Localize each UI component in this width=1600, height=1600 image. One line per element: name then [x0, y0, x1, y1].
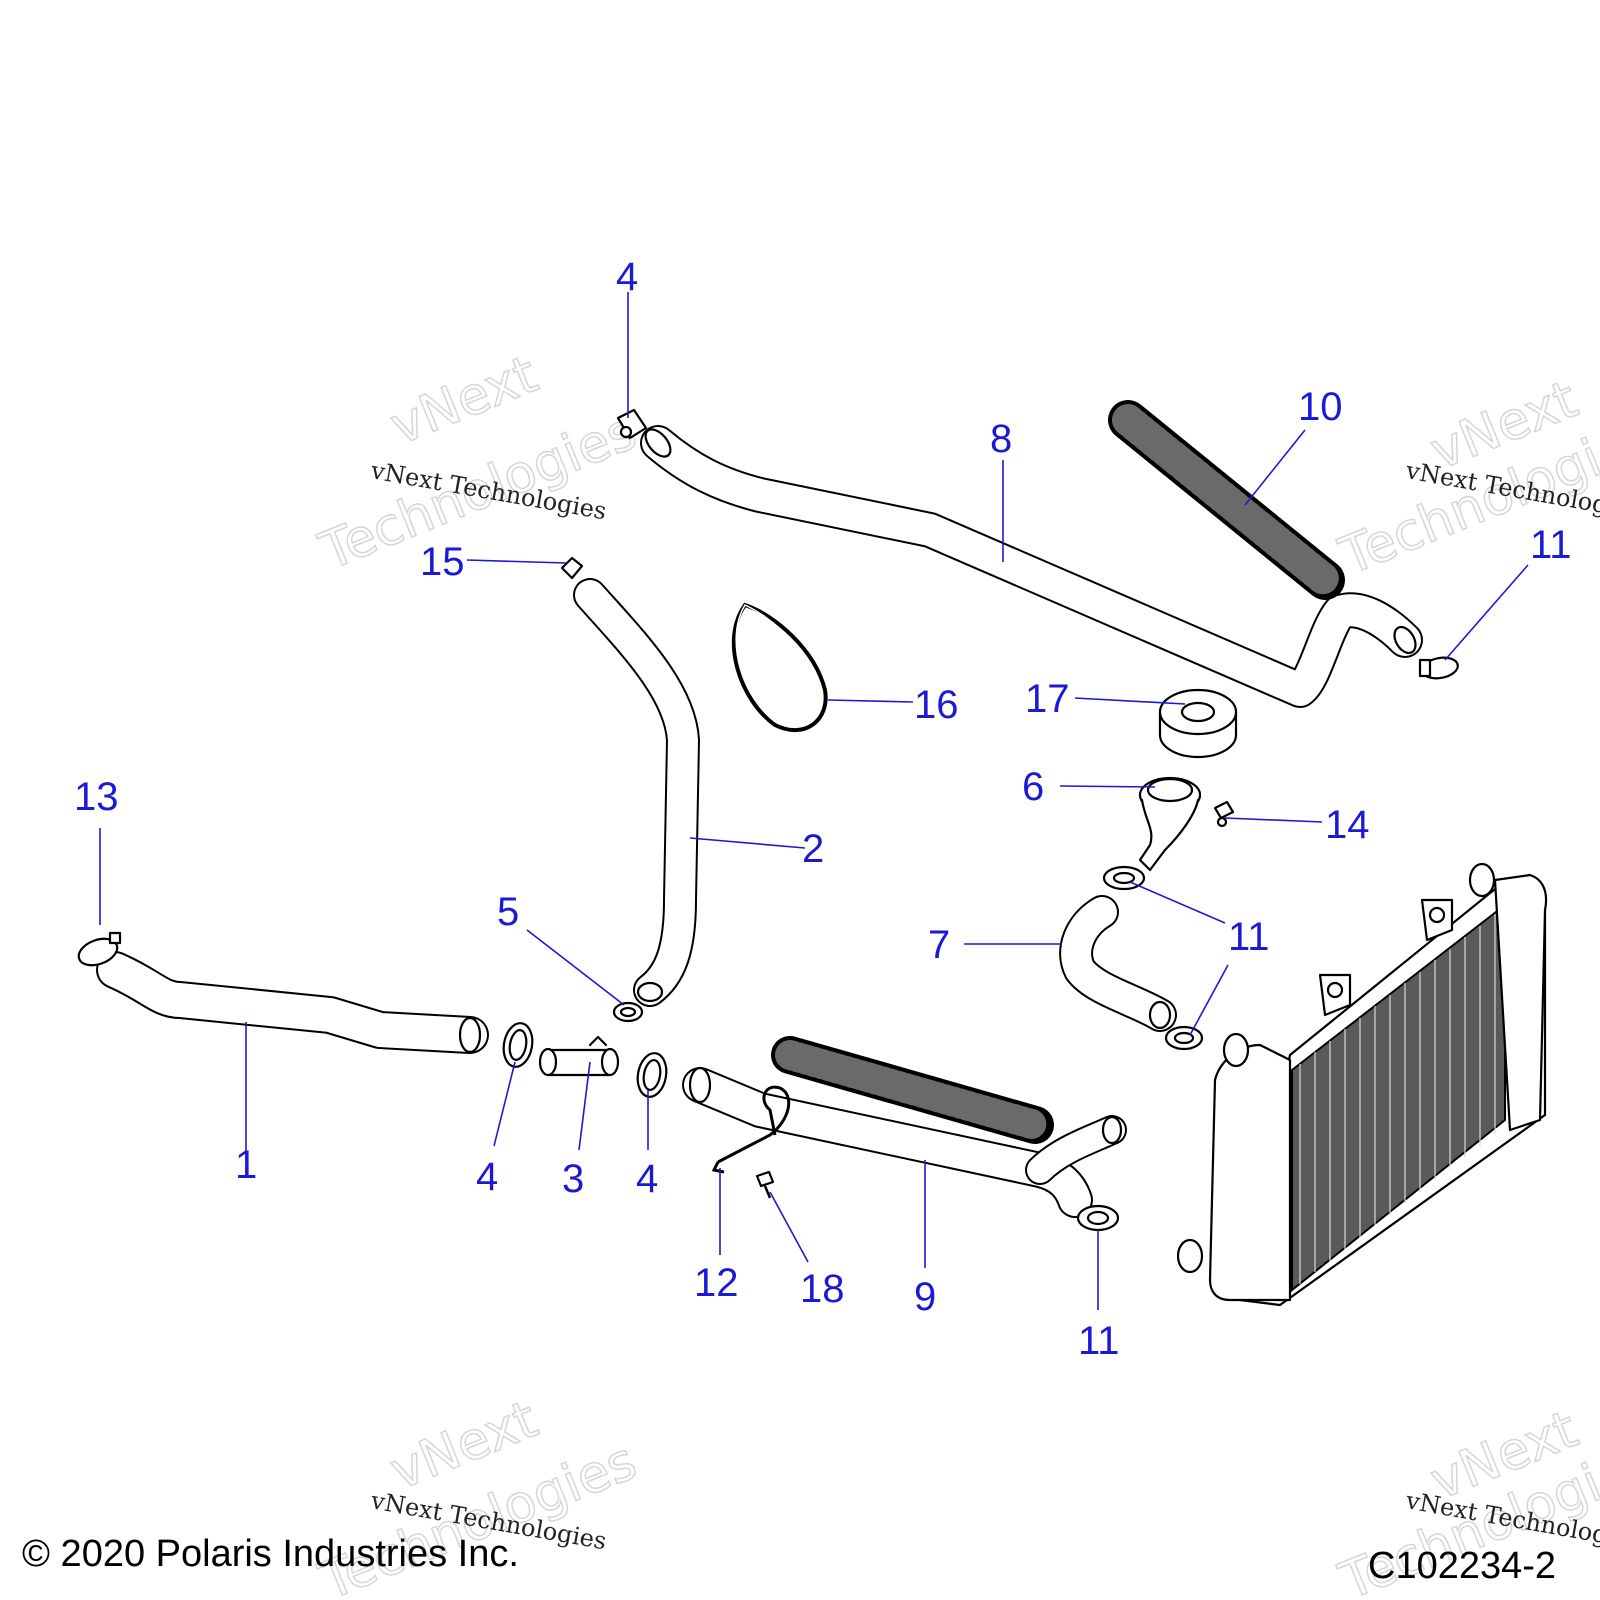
copyright-notice: © 2020 Polaris Industries Inc.	[22, 1533, 519, 1575]
hose-9	[682, 1066, 1127, 1218]
svg-text:vNext: vNext	[382, 345, 545, 458]
clip-15	[560, 556, 584, 580]
callout-11-bottom: 11	[1078, 1319, 1120, 1363]
clamp-4a	[502, 1022, 534, 1068]
callout-11-top: 11	[1530, 523, 1572, 567]
clip-14	[1213, 800, 1235, 828]
callout-8: 8	[990, 417, 1012, 461]
clamp-11a	[1418, 656, 1459, 680]
figure-code: C102234-2	[1368, 1545, 1556, 1587]
cap-17	[1158, 688, 1238, 759]
callout-12: 12	[694, 1261, 739, 1305]
sleeve-10	[1108, 400, 1345, 600]
clamp-11c	[1164, 1025, 1204, 1051]
radiator	[1176, 862, 1548, 1307]
callout-9: 9	[914, 1275, 936, 1319]
callout-14: 14	[1325, 803, 1370, 847]
callout-3: 3	[562, 1157, 584, 1201]
clamp-13	[77, 931, 122, 967]
callout-1: 1	[235, 1143, 257, 1187]
hose-2	[573, 578, 700, 1007]
callout-5: 5	[497, 890, 519, 934]
screw-18	[755, 1170, 775, 1199]
sleeve-10b	[771, 1036, 1054, 1144]
callout-4-top: 4	[616, 255, 638, 299]
callout-4-right: 4	[636, 1157, 658, 1201]
callout-4-left: 4	[476, 1155, 498, 1199]
callout-10: 10	[1298, 385, 1343, 429]
callout-11-mid: 11	[1228, 915, 1270, 959]
leader-lines	[99, 292, 1529, 1310]
hose-7	[1059, 895, 1177, 1032]
callout-7: 7	[928, 923, 950, 967]
callout-2: 2	[802, 827, 824, 871]
callout-16: 16	[914, 683, 959, 727]
tube-3	[538, 1035, 620, 1077]
callout-17: 17	[1025, 677, 1070, 721]
hose-1	[96, 951, 489, 1054]
tie-16	[731, 602, 828, 732]
watermark-top-left: vNext Technologies vNext Technologies	[311, 344, 646, 583]
hose-8	[640, 425, 1423, 708]
clamp-11d	[1076, 1204, 1120, 1232]
clamp-11b	[1102, 865, 1146, 891]
callout-6: 6	[1022, 765, 1044, 809]
callout-13: 13	[74, 775, 119, 819]
callout-18: 18	[800, 1267, 845, 1311]
callout-15: 15	[420, 540, 465, 584]
filler-neck-6	[1138, 776, 1202, 872]
clamp-4b	[636, 1052, 668, 1098]
clamp-5	[612, 1001, 644, 1023]
callout-labels: 4 8 10 11 15 16 17 6 14 2 11 7 5 13 1 4 …	[74, 255, 1572, 1363]
